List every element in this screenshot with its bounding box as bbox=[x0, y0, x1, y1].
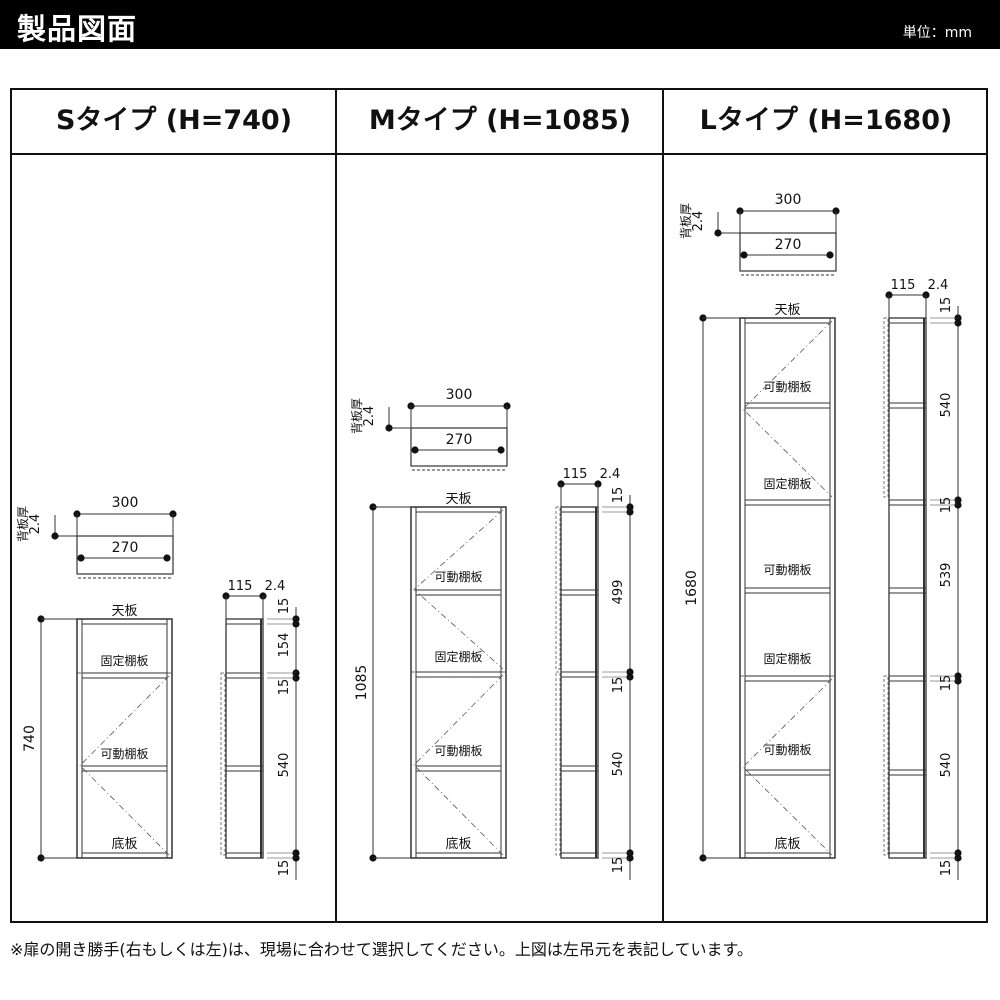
side-dim-label: 15 bbox=[277, 598, 292, 615]
side-door-outline bbox=[555, 671, 561, 856]
side-view-outline bbox=[225, 618, 264, 859]
bottom-board-label: 底板 bbox=[445, 836, 471, 852]
door-swing-line bbox=[413, 509, 504, 670]
back-thickness-value: 2.4 bbox=[691, 211, 706, 232]
side-dim-label: 154 bbox=[277, 633, 292, 658]
side-door-outline bbox=[220, 672, 226, 856]
side-dim-label: 540 bbox=[939, 753, 954, 778]
top-view-outline bbox=[76, 535, 174, 575]
side-dim-label: 15 bbox=[611, 487, 626, 504]
dimension-dot bbox=[51, 532, 59, 540]
side-dim-label: 15 bbox=[939, 497, 954, 514]
column-title-l: Lタイプ (H=1680) bbox=[699, 105, 953, 136]
depth-back-label: 2.4 bbox=[600, 467, 621, 482]
side-dim-label: 15 bbox=[277, 679, 292, 696]
dimension-dot bbox=[411, 446, 419, 454]
depth-back-label: 2.4 bbox=[265, 579, 286, 594]
header-bar: 製品図面 単位：mm bbox=[0, 0, 1000, 49]
side-dim-label: 15 bbox=[939, 675, 954, 692]
bottom-board-label: 底板 bbox=[111, 836, 137, 852]
side-door-outline bbox=[555, 506, 561, 670]
side-dim-label: 15 bbox=[611, 857, 626, 874]
dimension-dot bbox=[826, 251, 834, 259]
front-view-outline bbox=[76, 618, 173, 859]
door-swing-line bbox=[742, 320, 833, 498]
dimension-dot bbox=[740, 251, 748, 259]
side-dim-label: 15 bbox=[939, 297, 954, 314]
top-width-label: 300 bbox=[446, 387, 473, 403]
column-title-s: Sタイプ (H=740) bbox=[55, 105, 293, 136]
side-view-outline bbox=[560, 506, 599, 859]
dimension-dot bbox=[497, 446, 505, 454]
side-dim-label: 15 bbox=[277, 860, 292, 877]
footnote: ※扉の開き勝手(右もしくは左)は、現場に合わせて選択してください。上図は左吊元を… bbox=[10, 940, 753, 959]
top-width-label: 300 bbox=[775, 192, 802, 208]
shelf-label: 可動棚板 bbox=[434, 569, 482, 584]
back-thickness-label: 背板厚 bbox=[350, 398, 364, 434]
side-dim-label: 539 bbox=[939, 563, 954, 588]
depth-label: 115 bbox=[228, 579, 253, 594]
top-view-outline bbox=[739, 232, 837, 272]
door-swing-line bbox=[742, 678, 833, 856]
inner-width-label: 270 bbox=[112, 540, 139, 556]
inner-width-label: 270 bbox=[775, 237, 802, 253]
unit-label: 単位：mm bbox=[902, 25, 972, 41]
shelf-label: 可動棚板 bbox=[763, 562, 811, 577]
side-dim-label: 15 bbox=[611, 677, 626, 694]
side-dim-label: 540 bbox=[277, 753, 292, 778]
dimension-dot bbox=[77, 554, 85, 562]
side-dim-label: 15 bbox=[939, 860, 954, 877]
top-board-label: 天板 bbox=[111, 604, 137, 619]
back-thickness-label: 背板厚 bbox=[16, 506, 30, 542]
front-view-outline bbox=[410, 506, 507, 859]
shelf-label: 可動棚板 bbox=[100, 746, 148, 761]
top-width-label: 300 bbox=[112, 495, 139, 511]
top-board-label: 天板 bbox=[445, 492, 471, 507]
top-board-label: 天板 bbox=[774, 303, 800, 318]
back-thickness-label: 背板厚 bbox=[679, 203, 693, 239]
depth-label: 115 bbox=[891, 278, 916, 293]
door-swing-line bbox=[413, 674, 504, 856]
back-thickness-value: 2.4 bbox=[362, 406, 377, 427]
depth-back-label: 2.4 bbox=[928, 278, 949, 293]
back-thickness-value: 2.4 bbox=[28, 514, 43, 535]
column-title-m: Mタイプ (H=1085) bbox=[368, 105, 632, 136]
shelf-label: 可動棚板 bbox=[763, 379, 811, 394]
top-view-outline bbox=[410, 427, 508, 467]
dimension-dot bbox=[714, 229, 722, 237]
dimension-dot bbox=[163, 554, 171, 562]
dimension-dot bbox=[385, 424, 393, 432]
shelf-label: 固定棚板 bbox=[763, 476, 811, 491]
door-swing-line bbox=[79, 675, 170, 856]
bottom-board-label: 底板 bbox=[774, 836, 800, 852]
inner-width-label: 270 bbox=[446, 432, 473, 448]
side-dim-label: 499 bbox=[611, 580, 626, 605]
height-label: 1085 bbox=[354, 665, 370, 701]
side-door-outline bbox=[883, 675, 889, 856]
shelf-label: 可動棚板 bbox=[434, 743, 482, 758]
side-door-outline bbox=[883, 317, 889, 498]
drawing-table bbox=[10, 88, 988, 923]
height-label: 1680 bbox=[684, 570, 700, 606]
depth-label: 115 bbox=[563, 467, 588, 482]
front-view-outline bbox=[739, 317, 836, 859]
side-dim-label: 540 bbox=[611, 752, 626, 777]
shelf-label: 可動棚板 bbox=[763, 742, 811, 757]
side-dim-label: 540 bbox=[939, 393, 954, 418]
shelf-label: 固定棚板 bbox=[763, 651, 811, 666]
shelf-label: 固定棚板 bbox=[100, 653, 148, 668]
height-label: 740 bbox=[22, 725, 38, 752]
shelf-label: 固定棚板 bbox=[434, 649, 482, 664]
page-title: 製品図面 bbox=[17, 12, 138, 46]
